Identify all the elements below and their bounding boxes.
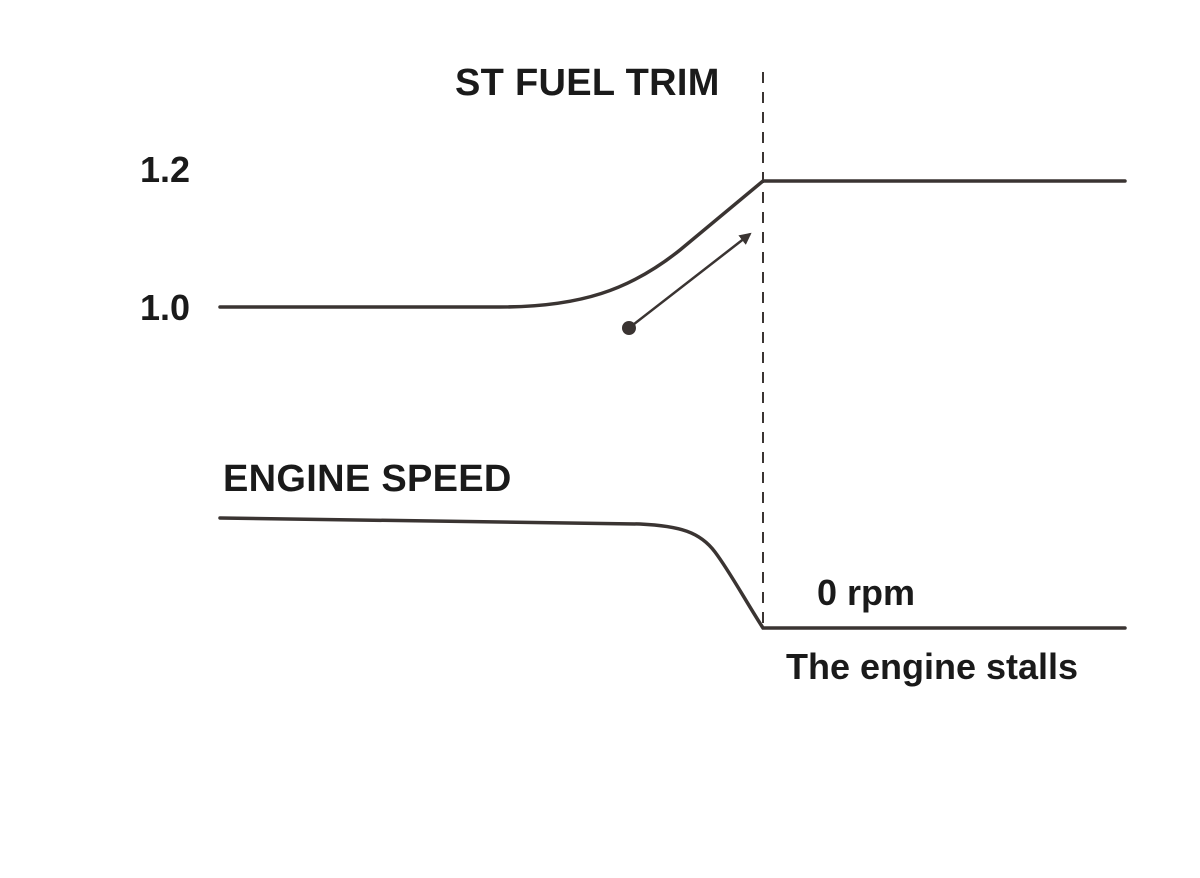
fuel-trim-title: ST FUEL TRIM — [455, 62, 720, 104]
engine-speed-zero-label: 0 rpm — [817, 572, 916, 613]
fuel-trim-curve — [218, 179, 1127, 309]
engine-stall-note: The engine stalls — [786, 646, 1079, 687]
fuel-trim-tick-high: 1.2 — [140, 149, 191, 190]
fuel-trim-tick-low: 1.0 — [140, 287, 191, 328]
engine-speed-curve — [218, 516, 1127, 630]
increase-arrow — [628, 232, 752, 329]
engine-speed-title: ENGINE SPEED — [223, 458, 512, 500]
